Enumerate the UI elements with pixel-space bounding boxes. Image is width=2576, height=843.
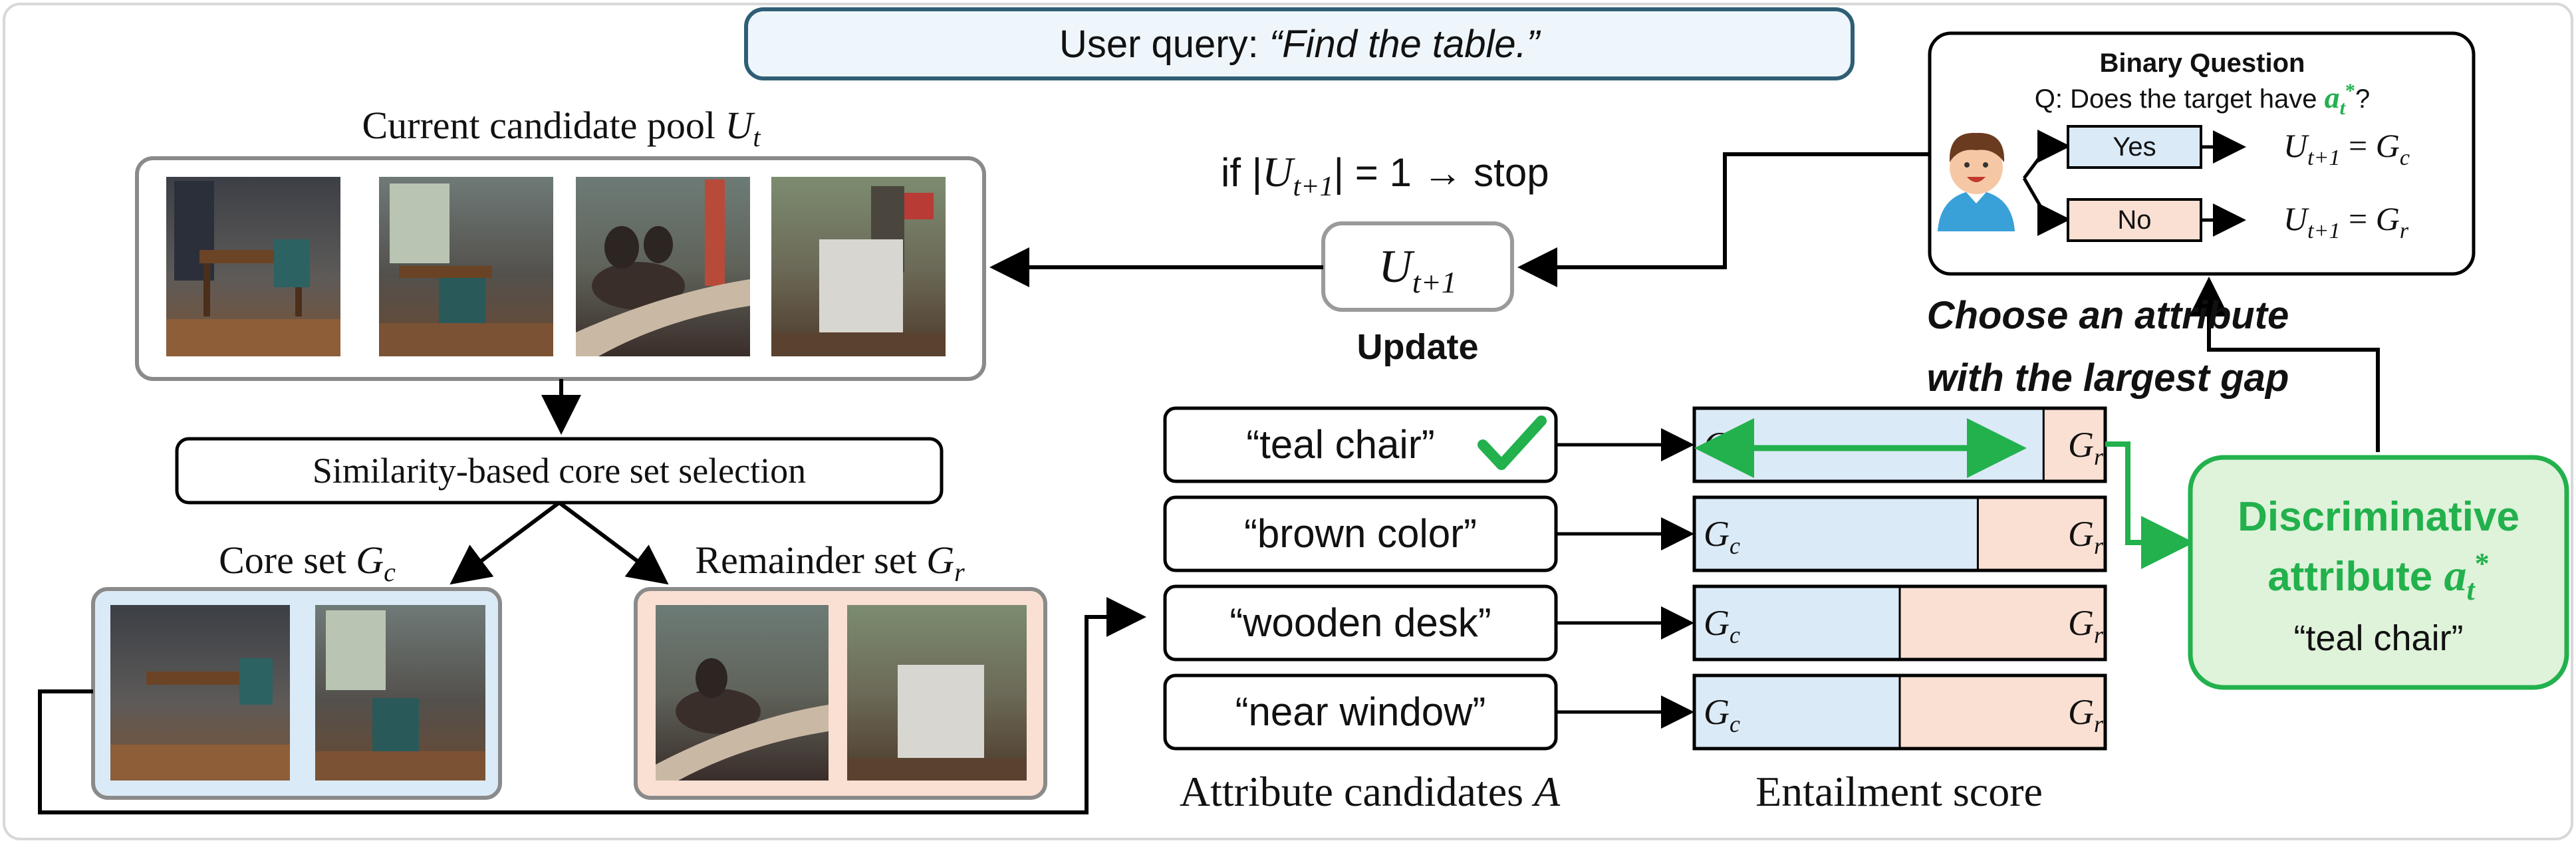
binary-question-text: Q: Does the target have at*? bbox=[2035, 80, 2370, 119]
yes-label: Yes bbox=[2113, 132, 2156, 162]
remainder-set-thumbnail-2 bbox=[847, 605, 1027, 781]
score-core-label: Gc bbox=[1704, 514, 1740, 559]
discriminative-value: “teal chair” bbox=[2293, 618, 2463, 658]
attribute-row: “brown color” Gc Gr bbox=[1163, 495, 2107, 572]
choose-line-2: with the largest gap bbox=[1927, 356, 2289, 400]
user-query-box bbox=[744, 7, 1855, 80]
choose-line-1: Choose an attribute bbox=[1927, 294, 2289, 337]
score-core-label: Gc bbox=[1704, 692, 1740, 737]
candidate-thumbnail-2 bbox=[379, 177, 553, 356]
core-selection-label: Similarity-based core set selection bbox=[313, 451, 806, 491]
binary-question-title: Binary Question bbox=[2100, 49, 2305, 78]
attribute-candidates-label: Attribute candidates A bbox=[1180, 768, 1561, 815]
score-bar-remainder bbox=[1900, 586, 2105, 660]
score-core-label: Gc bbox=[1704, 603, 1740, 648]
attribute-text: “teal chair” bbox=[1246, 422, 1434, 467]
user-query-text: User query: “Find the table.” bbox=[1059, 23, 1541, 66]
branch-yes bbox=[2023, 130, 2071, 180]
update-var: Ut+1 bbox=[1378, 241, 1456, 299]
core-set-label: Core set Gc bbox=[219, 539, 396, 587]
arrow-discriminative-to-question bbox=[2189, 277, 2380, 452]
score-remainder-label: Gr bbox=[2068, 514, 2104, 559]
entailment-label: Entailment score bbox=[1755, 768, 2043, 815]
score-bar-core bbox=[1694, 408, 2044, 481]
yes-option bbox=[2067, 125, 2202, 169]
update-label: Update bbox=[1356, 327, 1478, 367]
score-bar-remainder bbox=[1900, 675, 2105, 749]
attribute-text: “brown color” bbox=[1244, 511, 1477, 556]
no-label: No bbox=[2117, 205, 2151, 235]
discriminative-box bbox=[2188, 455, 2569, 690]
attribute-text: “wooden desk” bbox=[1229, 600, 1491, 645]
attribute-row: “near window” Gc Gr bbox=[1163, 673, 2107, 751]
user-avatar-icon bbox=[1938, 132, 2015, 231]
score-bar-core bbox=[1694, 675, 1900, 749]
score-bar-remainder bbox=[1978, 497, 2105, 570]
arrow-selection-to-remainder bbox=[558, 501, 669, 585]
candidate-thumbnail-3 bbox=[576, 177, 750, 356]
remainder-set-thumbnail-1 bbox=[656, 605, 829, 781]
candidate-thumbnail-4 bbox=[771, 177, 946, 356]
score-bar-core bbox=[1694, 497, 1978, 570]
yes-result: Ut+1 = Gc bbox=[2283, 127, 2410, 170]
score-remainder-label: Gr bbox=[2068, 692, 2104, 737]
arrow-core-to-attributes bbox=[38, 597, 1146, 814]
checkmark-icon bbox=[1478, 416, 1547, 470]
score-bar-core bbox=[1694, 586, 1900, 660]
attribute-text: “near window” bbox=[1235, 689, 1486, 734]
candidate-pool-label: Current candidate pool Ut bbox=[362, 104, 761, 152]
remainder-set-label: Remainder set Gr bbox=[695, 539, 965, 587]
discriminative-line-2: attribute at* bbox=[2267, 547, 2489, 606]
core-set-thumbnail-2 bbox=[315, 605, 485, 781]
no-option bbox=[2067, 198, 2202, 242]
stop-rule: if |Ut+1| = 1 → stop bbox=[1221, 148, 1549, 202]
arrow-gap-to-discriminative bbox=[2105, 441, 2194, 569]
score-remainder-label: Gr bbox=[2068, 425, 2104, 470]
score-bar-frame bbox=[1692, 495, 2107, 572]
arrow-selection-to-core bbox=[450, 501, 561, 585]
candidate-thumbnail-1 bbox=[166, 177, 340, 356]
branch-no bbox=[2022, 177, 2071, 236]
no-result: Ut+1 = Gr bbox=[2283, 200, 2409, 243]
attribute-row: “wooden desk” Gc Gr bbox=[1163, 584, 2107, 662]
arrow-question-to-update bbox=[1517, 152, 1930, 287]
discriminative-line-1: Discriminative bbox=[2238, 494, 2519, 540]
core-set-thumbnail-1 bbox=[110, 605, 290, 781]
score-bar-remainder bbox=[2043, 408, 2105, 481]
score-remainder-label: Gr bbox=[2068, 603, 2104, 648]
